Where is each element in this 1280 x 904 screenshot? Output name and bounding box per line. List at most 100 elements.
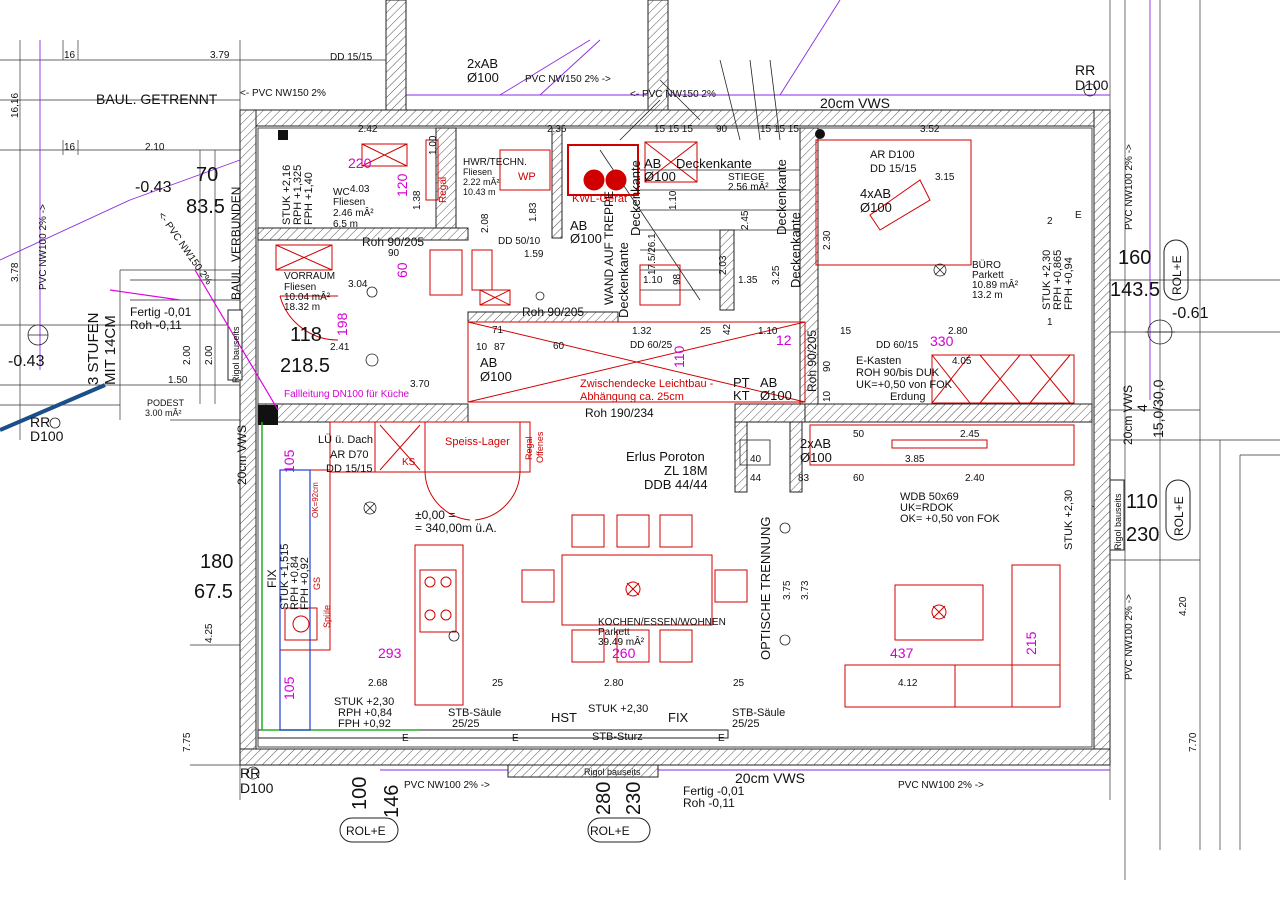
label-vws-bottom: 20cm VWS — [735, 770, 805, 786]
entrance-steps — [130, 279, 240, 301]
label-nullpunkt-2: = 340,00m ü.A. — [415, 521, 497, 535]
label-regal2: Regal — [524, 436, 534, 460]
label-offenes: Offenes — [535, 431, 545, 463]
dim-60a: 60 — [553, 341, 565, 352]
label-stb-sturz: STB-Sturz — [592, 731, 643, 743]
label-dd-15-15-b: DD 15/15 — [870, 163, 916, 175]
label-ab-a-phi: Ø100 — [480, 369, 512, 384]
label-zwischendecke-2: Abhängung ca. 25cm — [580, 391, 684, 403]
label-pvc-bottom-2: PVC NW100 2% -> — [898, 780, 984, 791]
dim-241: 2.41 — [330, 342, 350, 353]
room-hwr-area: 2.22 mÂ² — [463, 177, 500, 187]
label-roh-left: Roh -0,11 — [130, 318, 182, 332]
dim-40: 40 — [750, 454, 762, 465]
label-roh-190-234: Roh 190/234 — [585, 406, 654, 420]
label-rol-e-2: ROL+E — [590, 824, 630, 838]
label-hst: HST — [551, 710, 577, 725]
label-rol-e-4: ROL+E — [1172, 496, 1186, 536]
label-e2: E — [512, 733, 519, 744]
label-drei-stufen: 3 STUFEN — [85, 312, 102, 385]
dim-151515b: 15 15 15 — [760, 124, 799, 135]
figure-12: 12 — [776, 332, 792, 348]
dim-15a: 15 — [840, 326, 852, 337]
dim-425: 4.25 — [204, 623, 215, 643]
label-vws-top: 20cm VWS — [820, 95, 890, 111]
room-hwr-perim: 10.43 m — [463, 187, 496, 197]
label-rr-left: RR — [30, 414, 50, 430]
dim-175: 17.5/26.1 — [647, 233, 658, 275]
drainage-lines — [0, 0, 1151, 771]
dim-230: 2.30 — [822, 230, 833, 250]
label-rigol-bottom: Rigol bauseits — [584, 767, 641, 777]
dim-132: 1.32 — [632, 326, 652, 337]
room-vorraum-floor: Fliesen — [284, 282, 316, 293]
dim-770: 7.70 — [1188, 732, 1199, 752]
label-stb-saeule-r-d: 25/25 — [732, 718, 760, 730]
fertig-leader — [109, 289, 181, 301]
label-e1: E — [402, 733, 409, 744]
label-pvc-left: PVC NW100 2% -> — [38, 204, 49, 290]
dim-1: 1 — [1047, 317, 1053, 328]
figure-260: 260 — [612, 645, 636, 661]
label-2xab-b: 2xAB — [800, 436, 831, 451]
dim-138: 1.38 — [412, 190, 423, 210]
label-fph-bl: FPH +0,92 — [338, 718, 391, 730]
label-ab-b-phi: Ø100 — [570, 231, 602, 246]
dim-60b: 60 — [853, 473, 865, 484]
label-stb-saeule-r: STB-Säule — [732, 707, 785, 719]
label-vws-right: 20cm VWS — [1121, 385, 1135, 445]
label-uk-fok: UK=+0,50 von FOK — [856, 379, 953, 391]
label-zl: ZL 18M — [664, 463, 708, 478]
figure-70: 70 — [196, 164, 218, 186]
label-stuk-hst: STUK +2,30 — [588, 703, 648, 715]
room-hwr-floor: Fliesen — [463, 167, 492, 177]
label-kwl: KWL-Gerät — [572, 193, 627, 205]
dim-245b: 2.45 — [960, 429, 980, 440]
room-buero-perim: 13.2 m — [972, 290, 1003, 301]
dim-242: 2.42 — [358, 124, 378, 135]
dim-373: 3.73 — [800, 580, 811, 600]
label-ok92: OK=92cm — [311, 482, 320, 518]
figure-67-5: 67.5 — [194, 581, 233, 603]
label-e4: E — [1075, 210, 1082, 221]
dim-385: 3.85 — [905, 454, 925, 465]
label-ekasten: E-Kasten — [856, 355, 901, 367]
dim-90a: 90 — [716, 124, 728, 135]
figure-218-5: 218.5 — [280, 355, 330, 377]
dim-110c: 1.10 — [643, 275, 663, 286]
label-ok-fok: OK= +0,50 von FOK — [900, 513, 1000, 525]
dim-90b: 90 — [388, 248, 400, 259]
furniture — [275, 139, 1075, 708]
figure-230r: 230 — [1126, 524, 1159, 546]
dim-315: 3.15 — [935, 172, 955, 183]
dim-210: 2.10 — [145, 142, 165, 153]
dim-775: 7.75 — [182, 732, 193, 752]
dim-183: 1.83 — [528, 202, 539, 222]
label-neg043-a: -0.43 — [135, 179, 172, 196]
label-pvc-right-bottom: PVC NW100 2% -> — [1124, 594, 1135, 680]
dim-150: 1.50 — [168, 375, 188, 386]
figure-198: 198 — [334, 312, 350, 336]
label-ab-a: AB — [480, 355, 497, 370]
label-rph-kueche: RPH +0,84 — [289, 556, 301, 610]
label-rr-bottom: RR — [240, 765, 260, 781]
dim-375: 3.75 — [782, 580, 793, 600]
label-stb-saeule-l-d: 25/25 — [452, 718, 480, 730]
dim-280a: 2.80 — [948, 326, 968, 337]
label-dd-15-15-c: DD 15/15 — [326, 463, 372, 475]
label-optische: OPTISCHE TRENNUNG — [758, 517, 773, 661]
label-gs: GS — [312, 577, 322, 590]
label-erdung: Erdung — [890, 391, 925, 403]
label-erlus: Erlus Poroton — [626, 449, 705, 464]
dim-325: 3.25 — [771, 265, 782, 285]
label-dd-60-15: DD 60/15 — [876, 340, 919, 351]
dim-304: 3.04 — [348, 279, 368, 290]
label-stiege-area: 2.56 mÂ² — [728, 180, 769, 193]
label-vws-4: 4 — [1134, 404, 1150, 412]
label-stb-saeule-l: STB-Säule — [448, 707, 501, 719]
figure-143-5: 143.5 — [1110, 279, 1160, 301]
label-pvc-bottom-1: PVC NW100 2% -> — [404, 780, 490, 791]
dim-135: 1.35 — [738, 275, 758, 286]
figure-100: 100 — [349, 777, 371, 810]
